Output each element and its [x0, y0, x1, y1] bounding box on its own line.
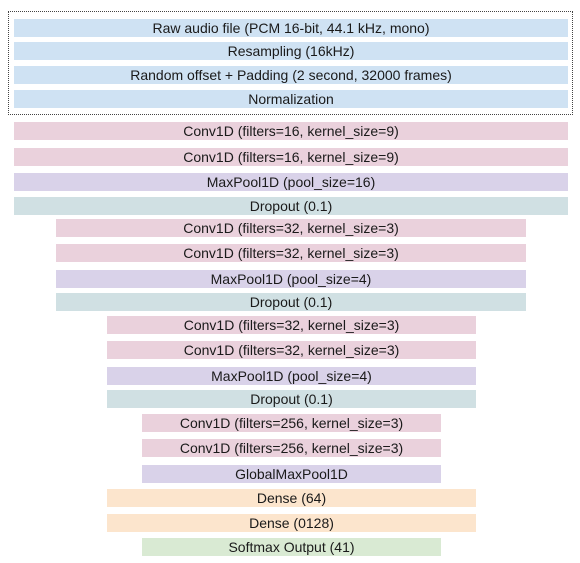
layer-dropout: Dropout (0.1): [56, 293, 526, 311]
layer-dropout: Dropout (0.1): [14, 197, 568, 215]
layer-softmax-output: Softmax Output (41): [142, 538, 441, 556]
preprocessing-step-raw-audio: Raw audio file (PCM 16-bit, 44.1 kHz, mo…: [14, 19, 568, 37]
layer-conv1d: Conv1D (filters=16, kernel_size=9): [14, 148, 568, 166]
layer-dense: Dense (0128): [107, 514, 476, 532]
preprocessing-group: [8, 11, 573, 115]
preprocessing-step-resampling: Resampling (16kHz): [14, 42, 568, 60]
layer-conv1d: Conv1D (filters=32, kernel_size=3): [107, 316, 476, 334]
preprocessing-step-offset-padding: Random offset + Padding (2 second, 32000…: [14, 66, 568, 84]
layer-maxpool1d: MaxPool1D (pool_size=4): [107, 367, 476, 385]
layer-conv1d: Conv1D (filters=16, kernel_size=9): [14, 122, 568, 140]
preprocessing-step-normalization: Normalization: [14, 90, 568, 108]
layer-dense: Dense (64): [107, 489, 476, 507]
layer-conv1d: Conv1D (filters=32, kernel_size=3): [56, 244, 526, 262]
layer-maxpool1d: MaxPool1D (pool_size=16): [14, 173, 568, 191]
layer-conv1d: Conv1D (filters=256, kernel_size=3): [142, 439, 441, 457]
layer-maxpool1d: MaxPool1D (pool_size=4): [56, 270, 526, 288]
layer-dropout: Dropout (0.1): [107, 390, 476, 408]
layer-conv1d: Conv1D (filters=256, kernel_size=3): [142, 414, 441, 432]
layer-conv1d: Conv1D (filters=32, kernel_size=3): [107, 341, 476, 359]
layer-conv1d: Conv1D (filters=32, kernel_size=3): [56, 219, 526, 237]
layer-globalmaxpool1d: GlobalMaxPool1D: [142, 465, 441, 483]
